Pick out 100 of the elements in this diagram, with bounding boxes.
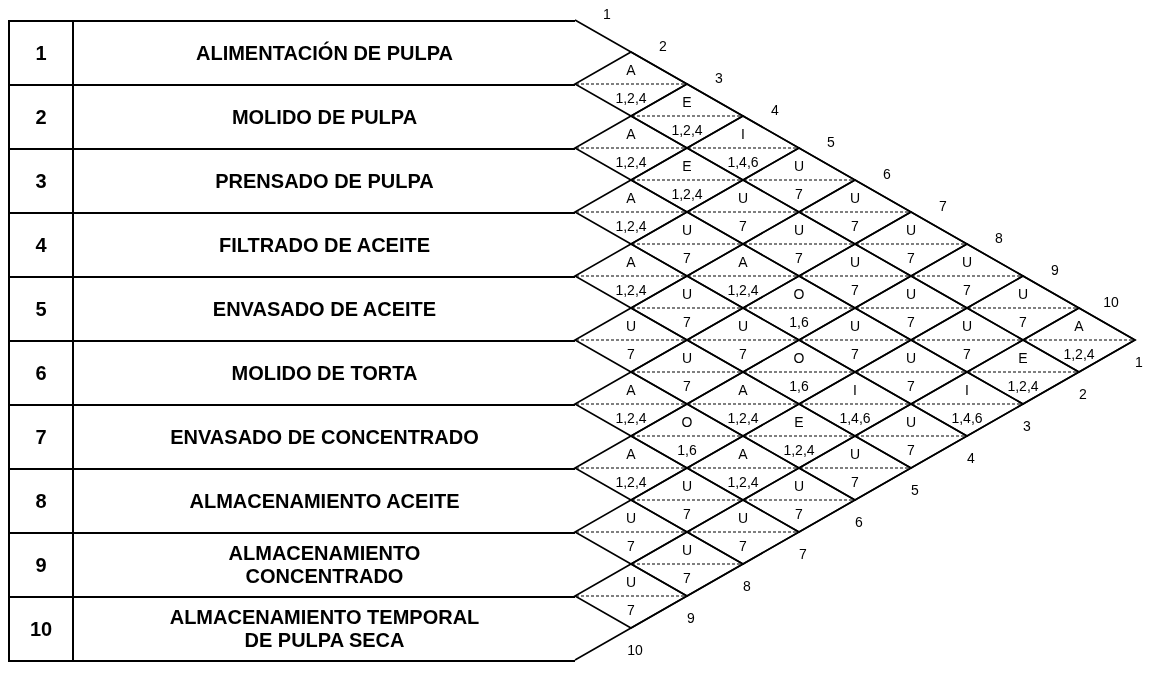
- reason-code: 1,2,4: [615, 90, 647, 106]
- row-number: 5: [10, 278, 74, 340]
- closeness-code: A: [626, 62, 636, 78]
- closeness-code: U: [905, 350, 917, 366]
- reason-code: 7: [851, 218, 859, 234]
- closeness-code: I: [965, 382, 969, 398]
- closeness-code: O: [793, 350, 805, 366]
- reason-code: 1,2,4: [615, 410, 647, 426]
- closeness-code: U: [625, 318, 637, 334]
- closeness-code: U: [793, 222, 805, 238]
- row-number: 4: [10, 214, 74, 276]
- reason-code: 7: [907, 314, 915, 330]
- reason-code: 7: [1019, 314, 1027, 330]
- reason-code: 1,2,4: [727, 282, 759, 298]
- closeness-code: U: [737, 190, 749, 206]
- reason-code: 1,2,4: [615, 154, 647, 170]
- closeness-code: A: [738, 382, 748, 398]
- reason-code: 1,2,4: [727, 474, 759, 490]
- closeness-code: O: [681, 414, 693, 430]
- row-number: 7: [10, 406, 74, 468]
- closeness-code: I: [741, 126, 745, 142]
- index-number: 9: [1051, 262, 1059, 278]
- reason-code: 7: [683, 506, 691, 522]
- activity-name: PRENSADO DE PULPA: [215, 169, 434, 193]
- reason-code: 7: [627, 538, 635, 554]
- reason-code: 7: [851, 346, 859, 362]
- reason-code: 7: [907, 378, 915, 394]
- closeness-code: U: [849, 190, 861, 206]
- closeness-code: U: [849, 254, 861, 270]
- reason-code: 7: [851, 282, 859, 298]
- closeness-code: U: [681, 478, 693, 494]
- reason-code: 1,2,4: [615, 474, 647, 490]
- closeness-code: U: [737, 510, 749, 526]
- row-number: 2: [10, 86, 74, 148]
- closeness-code: A: [626, 190, 636, 206]
- index-number: 5: [827, 134, 835, 150]
- reason-code: 1,2,4: [615, 218, 647, 234]
- reason-code: 7: [627, 602, 635, 618]
- index-number: 6: [883, 166, 891, 182]
- reason-code: 1,2,4: [1063, 346, 1095, 362]
- closeness-code: U: [961, 254, 973, 270]
- closeness-code: U: [905, 414, 917, 430]
- reason-code: 7: [683, 250, 691, 266]
- reason-code: 7: [907, 442, 915, 458]
- reason-code: 1,4,6: [727, 154, 759, 170]
- reason-code: 1,2,4: [615, 282, 647, 298]
- index-number: 1: [603, 6, 611, 22]
- reason-code: 7: [627, 346, 635, 362]
- reason-code: 1,2,4: [727, 410, 759, 426]
- index-number: 8: [995, 230, 1003, 246]
- reason-code: 1,2,4: [671, 186, 703, 202]
- activity-name: FILTRADO DE ACEITE: [218, 233, 431, 257]
- closeness-code: E: [682, 94, 692, 110]
- reason-code: 7: [963, 282, 971, 298]
- reason-code: 7: [907, 250, 915, 266]
- index-number: 4: [967, 450, 975, 466]
- closeness-code: A: [1074, 318, 1084, 334]
- closeness-code: U: [681, 542, 693, 558]
- closeness-code: U: [849, 318, 861, 334]
- row-number: 1: [10, 22, 74, 84]
- closeness-code: U: [961, 318, 973, 334]
- closeness-code: E: [794, 414, 804, 430]
- activity-name: ALIMENTACIÓN DE PULPA: [196, 41, 453, 65]
- row-number: 6: [10, 342, 74, 404]
- reason-code: 1,6: [789, 378, 809, 394]
- closeness-code: U: [737, 318, 749, 334]
- activity-name: MOLIDO DE TORTA: [231, 361, 418, 385]
- reason-code: 7: [739, 346, 747, 362]
- closeness-code: A: [738, 446, 748, 462]
- reason-code: 1,2,4: [1007, 378, 1039, 394]
- reason-code: 7: [739, 218, 747, 234]
- closeness-code: U: [681, 222, 693, 238]
- closeness-code: U: [1017, 286, 1029, 302]
- index-number: 2: [659, 38, 667, 54]
- index-number: 4: [771, 102, 779, 118]
- index-number: 7: [939, 198, 947, 214]
- reason-code: 7: [683, 314, 691, 330]
- reason-code: 1,2,4: [783, 442, 815, 458]
- index-number: 1: [1135, 354, 1143, 370]
- reason-code: 7: [795, 250, 803, 266]
- index-number: 2: [1079, 386, 1087, 402]
- index-number: 9: [687, 610, 695, 626]
- reason-code: 7: [739, 538, 747, 554]
- row-number: 10: [10, 598, 74, 660]
- reason-code: 1,4,6: [839, 410, 871, 426]
- reason-code: 7: [683, 570, 691, 586]
- index-number: 10: [627, 642, 643, 658]
- index-number: 6: [855, 514, 863, 530]
- reason-code: 7: [963, 346, 971, 362]
- closeness-code: A: [626, 446, 636, 462]
- row-number: 9: [10, 534, 74, 596]
- index-number: 5: [911, 482, 919, 498]
- closeness-code: O: [793, 286, 805, 302]
- closeness-code: E: [682, 158, 692, 174]
- closeness-code: A: [626, 382, 636, 398]
- closeness-code: U: [681, 350, 693, 366]
- closeness-code: U: [905, 286, 917, 302]
- closeness-code: A: [738, 254, 748, 270]
- reason-code: 1,2,4: [671, 122, 703, 138]
- activity-name: ALMACENAMIENTO TEMPORAL DE PULPA SECA: [168, 606, 481, 652]
